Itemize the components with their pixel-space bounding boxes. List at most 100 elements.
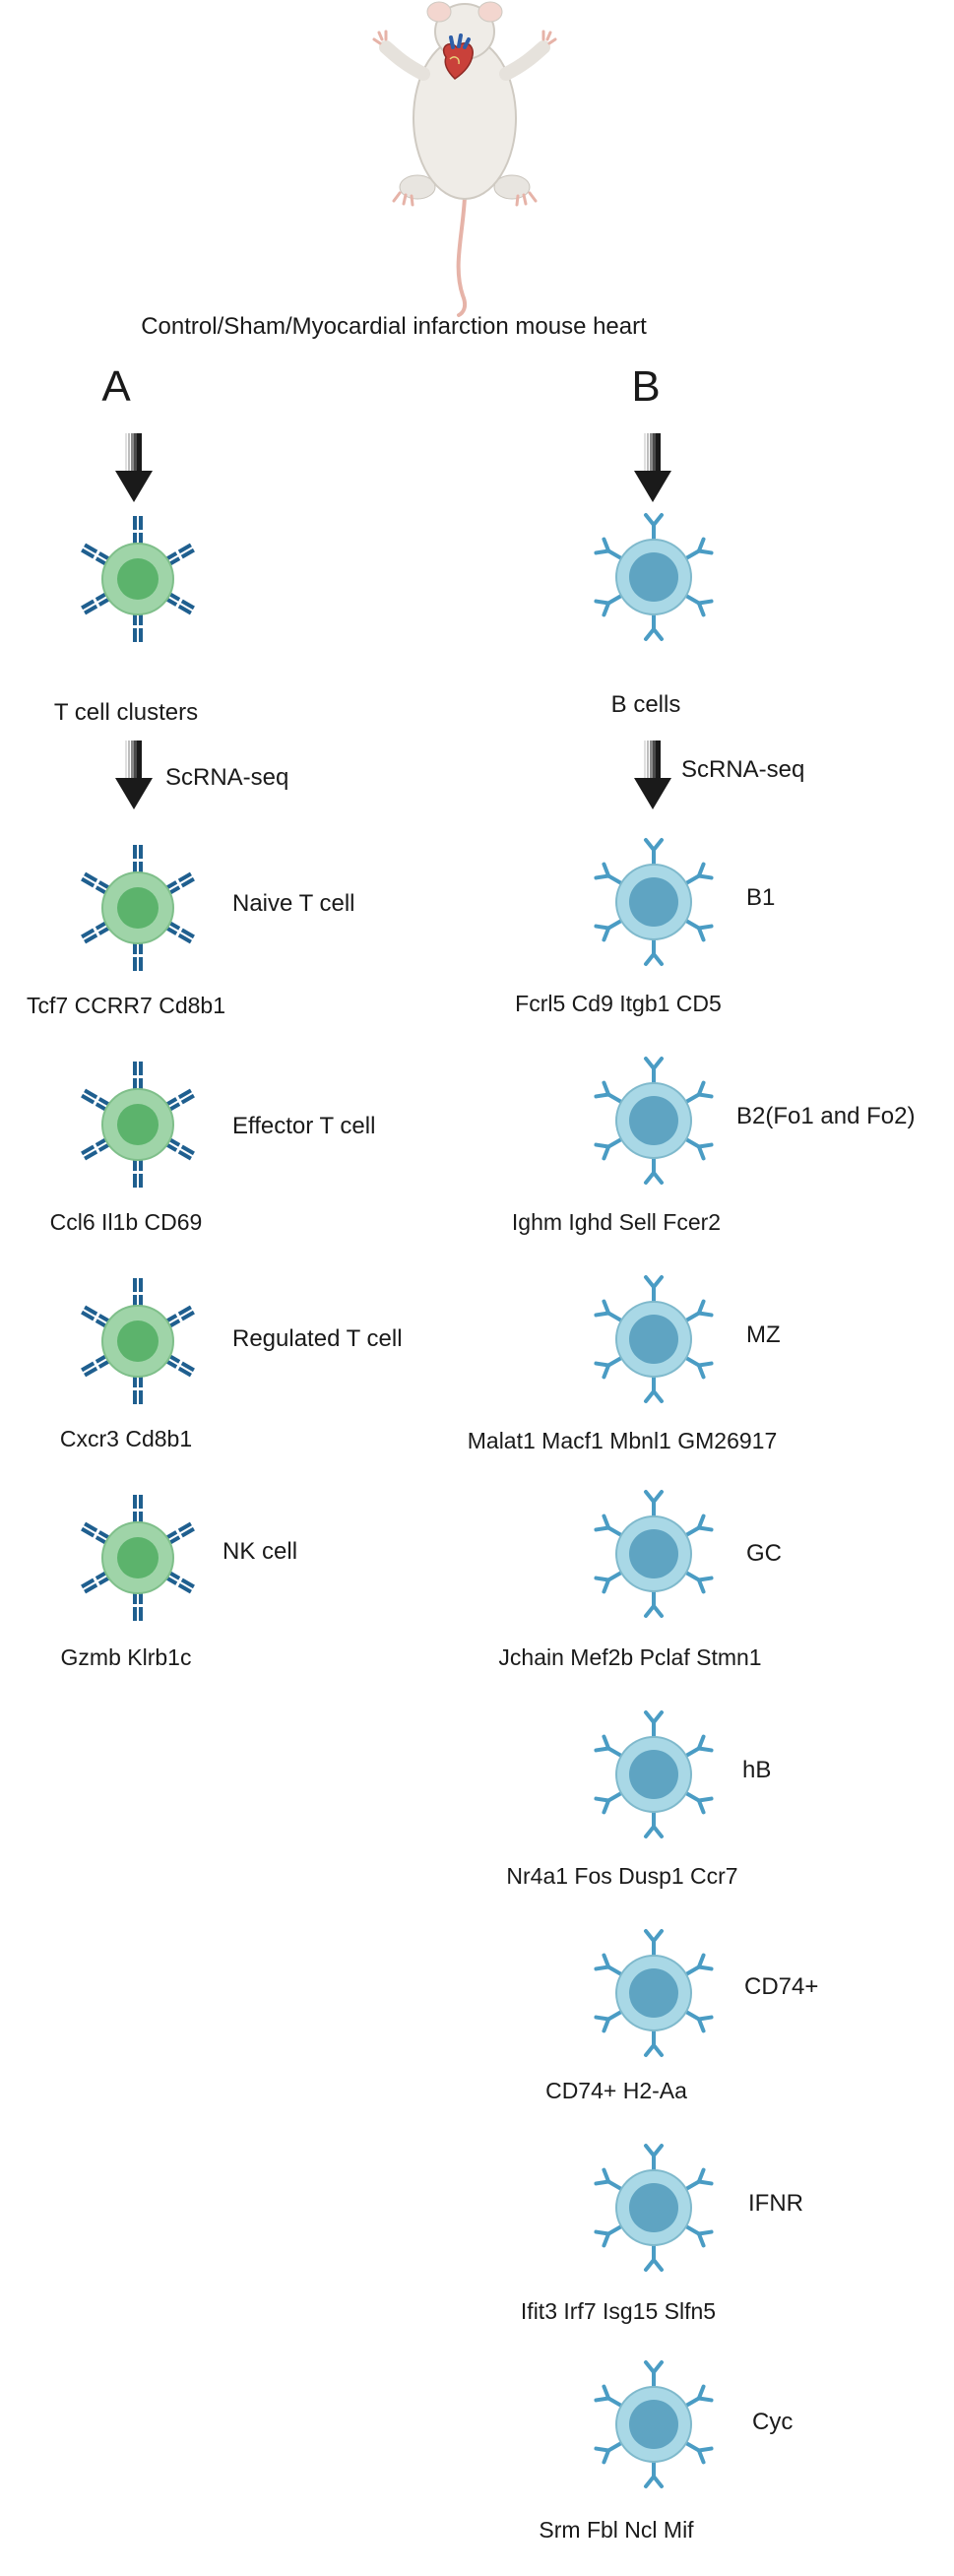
b-cell-antibody	[594, 1791, 624, 1815]
cluster-name: Naive T cell	[232, 890, 355, 917]
b-cell-antibody	[644, 1490, 664, 1518]
b-cell-nucleus	[629, 552, 678, 602]
t-cell-clusters-label: T cell clusters	[53, 699, 199, 726]
b-cell-antibody	[644, 513, 664, 542]
b-cell-antibody	[683, 537, 714, 560]
hb-cell-icon	[594, 1710, 714, 1838]
nk-cell-icon	[81, 1495, 195, 1621]
t-cell-receptor	[163, 591, 195, 615]
t-cell-nucleus	[117, 887, 159, 929]
t-cell-receptor	[163, 1305, 195, 1329]
panel-a-letter: A	[101, 362, 131, 411]
t-cell-receptor	[132, 612, 144, 642]
b-cell-antibody	[683, 2384, 714, 2408]
b-cell-antibody	[644, 838, 664, 867]
b-cell-antibody	[683, 1734, 714, 1758]
b-cell-antibody	[644, 612, 664, 641]
b-cell-antibody	[644, 2243, 664, 2272]
b-cell-antibody	[683, 2010, 714, 2033]
t-cell-receptor	[81, 1521, 112, 1546]
t-cell-receptor	[132, 1375, 144, 1404]
b-cell-antibody	[594, 1571, 624, 1594]
cd74-cell-icon	[594, 1929, 714, 2057]
t-cell-receptor	[132, 1495, 144, 1524]
down-arrow-icon	[115, 741, 153, 809]
cluster-name: GC	[746, 1540, 782, 1567]
b-cell-nucleus	[629, 1968, 678, 2018]
t-cell-receptor	[132, 516, 144, 546]
b-cell-antibody	[683, 594, 714, 617]
b-cell-antibody	[644, 1810, 664, 1838]
t-cell-nucleus	[117, 1104, 159, 1145]
t-cell-receptor	[81, 1136, 112, 1161]
t-cell-receptor	[163, 871, 195, 896]
b-cell-antibody	[683, 862, 714, 885]
cluster-markers: Ifit3 Irf7 Isg15 Slfn5	[520, 2298, 717, 2324]
t-cell-receptor	[81, 920, 112, 944]
t-cell-receptor	[81, 1353, 112, 1378]
cluster-markers: Jchain Mef2b Pclaf Stmn1	[498, 1644, 762, 1670]
b-cell-nucleus	[629, 877, 678, 927]
b-cell-antibody	[683, 1080, 714, 1104]
b-cell-antibody	[594, 537, 624, 560]
t-cell-receptor	[132, 1158, 144, 1188]
b-cell-antibody	[594, 1299, 624, 1322]
b-cell-antibody	[683, 1513, 714, 1537]
cluster-name: Effector T cell	[232, 1113, 376, 1139]
down-arrow-icon	[634, 741, 671, 809]
b-cell-nucleus	[629, 2183, 678, 2232]
t-cell-receptor	[132, 1062, 144, 1091]
b-cell-antibody	[683, 1356, 714, 1380]
regulated-t-cell-icon	[81, 1278, 195, 1404]
cluster-name: B2(Fo1 and Fo2)	[736, 1103, 916, 1129]
b-cell-nucleus	[629, 1529, 678, 1578]
cluster-name: B1	[746, 884, 776, 911]
t-cell-receptor	[81, 1305, 112, 1329]
b-cell-antibody	[594, 2384, 624, 2408]
t-cell-receptor	[163, 1088, 195, 1113]
scrna-seq-label: ScRNA-seq	[165, 764, 289, 791]
b-cell-antibody	[594, 1356, 624, 1380]
b-cell-antibody	[594, 594, 624, 617]
b-cell-nucleus	[629, 2400, 678, 2449]
b-cell-antibody	[683, 2441, 714, 2465]
t-cell-receptor	[132, 1278, 144, 1308]
b-cell-antibody	[594, 2167, 624, 2191]
b-cell-antibody	[594, 919, 624, 942]
cluster-name: MZ	[746, 1321, 781, 1348]
cluster-name: Regulated T cell	[232, 1325, 403, 1352]
cluster-name: CD74+	[744, 1973, 819, 2000]
b-cell-antibody	[644, 1057, 664, 1085]
b-cell-antibody	[594, 2224, 624, 2248]
t-cell-receptor	[163, 1570, 195, 1594]
b-cell-antibody	[594, 1734, 624, 1758]
cluster-markers: Gzmb Klrb1c	[60, 1644, 192, 1670]
cluster-name: hB	[742, 1757, 772, 1783]
t-cell-icon	[81, 516, 195, 642]
b1-cell-icon	[594, 838, 714, 966]
t-cell-receptor	[81, 1570, 112, 1594]
t-cell-receptor	[163, 543, 195, 567]
panel-b-letter: B	[631, 362, 661, 411]
b-cell-antibody	[683, 1571, 714, 1594]
b-cell-antibody	[594, 1137, 624, 1161]
b-cell-antibody	[683, 1299, 714, 1322]
cluster-markers: Cxcr3 Cd8b1	[59, 1426, 193, 1451]
cluster-markers: Ighm Ighd Sell Fcer2	[511, 1209, 722, 1235]
b-cell-antibody	[644, 1156, 664, 1185]
t-cell-receptor	[163, 1353, 195, 1378]
cluster-name: NK cell	[223, 1538, 298, 1565]
b-cell-antibody	[594, 1953, 624, 1976]
cluster-markers: Ccl6 Il1b CD69	[49, 1209, 203, 1235]
down-arrow-icon	[115, 433, 153, 502]
b-cell-antibody	[683, 1953, 714, 1976]
cluster-name: Cyc	[752, 2409, 794, 2435]
t-cell-receptor	[81, 1088, 112, 1113]
b-cell-antibody	[594, 1080, 624, 1104]
b-cell-nucleus	[629, 1750, 678, 1799]
mz-cell-icon	[594, 1275, 714, 1403]
t-cell-receptor	[132, 941, 144, 971]
b-cell-antibody	[594, 1513, 624, 1537]
t-cell-nucleus	[117, 1537, 159, 1578]
cluster-markers: Nr4a1 Fos Dusp1 Ccr7	[506, 1863, 738, 1889]
